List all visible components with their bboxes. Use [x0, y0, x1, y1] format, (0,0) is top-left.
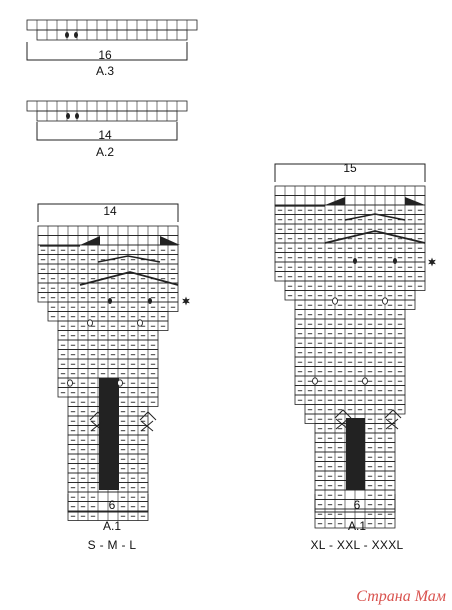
a1-small-top-bracket [37, 203, 179, 222]
a2-dot [75, 113, 79, 119]
a1-large-knit-column-fill [346, 418, 365, 490]
a1-large-row [294, 385, 406, 396]
a1-large-star-marker [428, 257, 436, 267]
a1-large-row [294, 356, 406, 367]
a1-small-chevron [79, 271, 179, 286]
a1-small-row [57, 320, 169, 331]
a2-width-label: 14 [98, 128, 112, 142]
a1-large-row [274, 252, 426, 263]
a1-small-ring [117, 379, 123, 387]
a1-small-star-marker [182, 296, 190, 306]
a1-large-row [294, 318, 406, 329]
a1-small-cross-top [89, 411, 107, 421]
a1-large-cross [335, 418, 349, 430]
a2-chart-name: A.2 [95, 145, 114, 159]
a3-width-label: 16 [98, 48, 112, 62]
a1-large-top-width-label: 15 [343, 161, 357, 175]
a1-large-row [294, 366, 406, 377]
a1-large-sizes: XL - XXL - XXXL [310, 538, 404, 552]
a1-large-ring [332, 297, 338, 305]
a1-large-top-bracket [274, 163, 426, 182]
a1-large-row [274, 261, 426, 272]
a1-large-row [274, 223, 426, 234]
a1-small-ring [87, 319, 93, 327]
a1-large-chart-name: A.1 [347, 519, 366, 533]
a1-small-sizes: S - M - L [87, 538, 137, 552]
a1-large-row [294, 394, 406, 405]
a1-large-chevron [344, 213, 406, 221]
a1-small-top-width-label: 14 [103, 204, 117, 218]
a1-large-row [284, 290, 416, 301]
a1-large-decrease-right [405, 197, 425, 205]
a1-large-ring [362, 377, 368, 385]
a3-width-bracket [26, 42, 188, 61]
a1-small-decrease-right [160, 236, 180, 245]
a1-small-dot [108, 298, 112, 304]
a1-small-knit-column-fill [99, 378, 119, 490]
a1-large-cross-top [384, 409, 402, 419]
a1-large-dot [353, 258, 357, 264]
a1-large-row [294, 337, 406, 348]
a1-large-dot [393, 258, 397, 264]
a2-dot [66, 113, 70, 119]
a1-small-row [47, 301, 179, 312]
a1-large-row [274, 195, 426, 206]
a1-large-row [274, 271, 426, 282]
a3-chart-name: A.3 [95, 64, 114, 78]
a3-row [26, 19, 198, 31]
a3-dot [74, 32, 78, 38]
a1-large-ring [382, 297, 388, 305]
a1-large-bottom-bracket [314, 494, 396, 513]
a1-large-bottom-width-label: 6 [353, 498, 361, 512]
a1-large-row [294, 347, 406, 358]
watermark-logo: Страна Мам [356, 588, 446, 605]
a1-large-row [294, 375, 406, 386]
a1-small-dot [148, 298, 152, 304]
a1-large-row [274, 185, 426, 196]
a1-large-ring [312, 377, 318, 385]
a1-small-chart-name: A.1 [102, 519, 121, 533]
a1-small-cross-top [139, 411, 157, 421]
a1-large-cross [385, 418, 399, 430]
a1-large-decrease-left [325, 197, 345, 205]
a1-small-ring [67, 379, 73, 387]
a1-large-chevron [324, 230, 426, 244]
a1-large-row [294, 328, 406, 339]
a1-large-row [274, 242, 426, 253]
a1-small-ring [137, 319, 143, 327]
a1-large-cross-top [334, 409, 352, 419]
a2-width-bracket [36, 122, 178, 141]
a1-small-cross [140, 420, 154, 432]
a1-small-chevron [97, 255, 161, 263]
a1-small-cross [90, 420, 104, 432]
a1-small-decrease-left [80, 236, 100, 245]
a1-small-bottom-width-label: 6 [108, 498, 116, 512]
a3-row [36, 29, 188, 41]
a1-small-bottom-bracket [67, 494, 149, 513]
a3-dot [65, 32, 69, 38]
a1-large-row [294, 309, 406, 320]
